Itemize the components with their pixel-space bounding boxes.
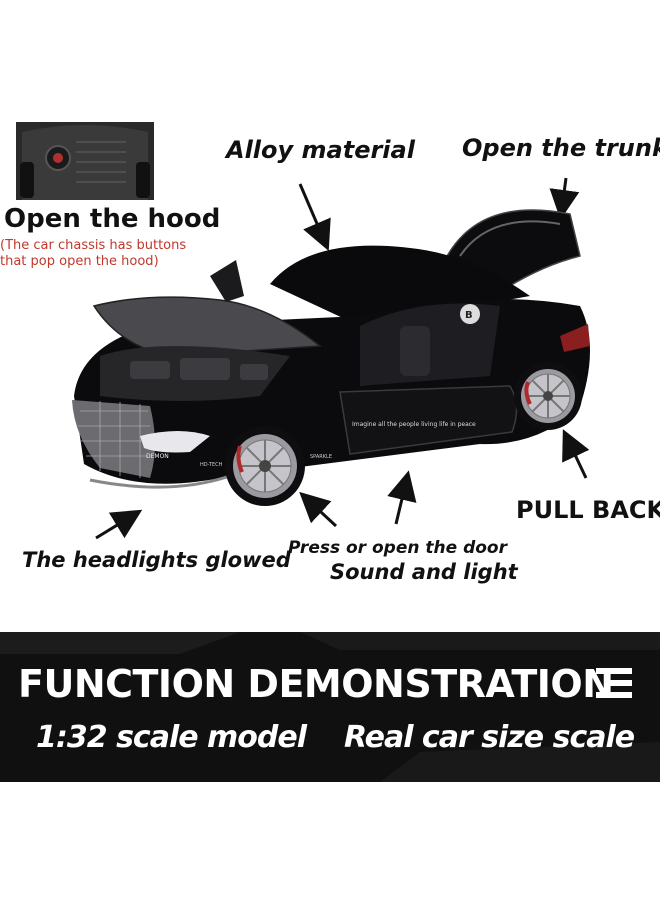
door-decal-text: Imagine all the people living life in pe… xyxy=(352,421,476,428)
svg-text:B: B xyxy=(465,310,473,321)
callout-open-trunk: Open the trunk xyxy=(462,134,660,162)
hood-note-line1: (The car chassis has buttons xyxy=(0,238,187,253)
banner-subtitle-scale-model: 1:32 scale model xyxy=(36,720,307,755)
function-demonstration-banner: FUNCTION DEMONSTRATION 1:32 scale model … xyxy=(0,632,660,782)
front-wheel xyxy=(225,426,305,506)
rear-wheel xyxy=(514,362,582,430)
callout-pull-back: PULL BACK xyxy=(516,496,660,524)
banner-subtitle-real-car-scale: Real car size scale xyxy=(344,720,635,755)
callout-headlights: The headlights glowed xyxy=(22,548,291,572)
hood-note-line2: that pop open the hood) xyxy=(0,254,159,269)
badge-hd-tech: HD-TECH xyxy=(200,462,223,468)
arrow-icon xyxy=(95,177,590,540)
banner-title: FUNCTION DEMONSTRATION xyxy=(18,662,614,706)
callout-alloy-material: Alloy material xyxy=(226,136,415,164)
callout-door-line2: Sound and light xyxy=(330,560,518,584)
callout-open-hood: Open the hood xyxy=(4,204,221,234)
callout-door-line1: Press or open the door xyxy=(288,538,507,558)
badge-demon: DEMON xyxy=(146,453,169,460)
car-model-image: Imagine all the people living life in pe… xyxy=(60,196,600,526)
menu-icon xyxy=(596,668,632,698)
chassis-inset-photo xyxy=(16,122,154,206)
badge-sparkle: SPARKLE xyxy=(310,454,332,460)
